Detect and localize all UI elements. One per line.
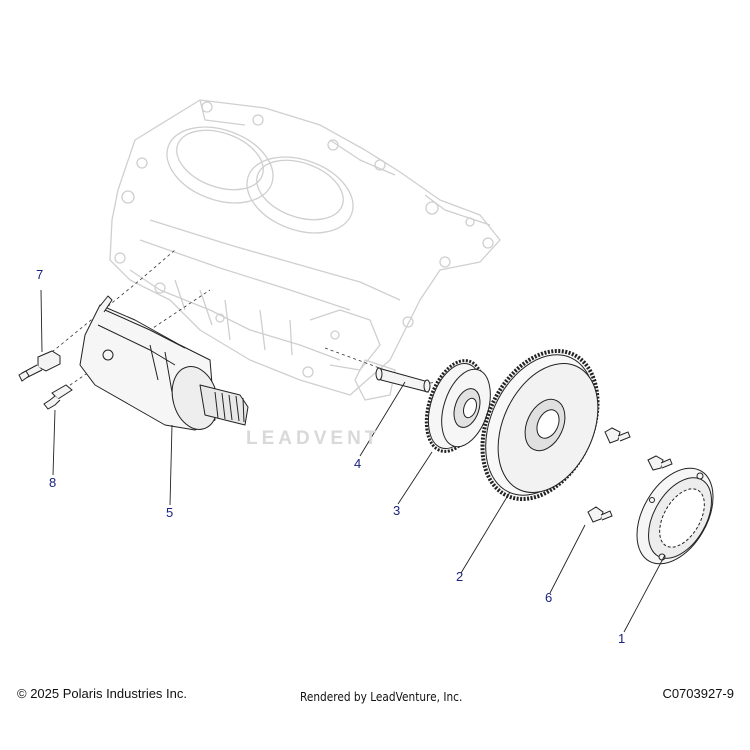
gear-2 (480, 348, 600, 502)
starter-motor-5 (79, 295, 249, 431)
bolt-7 (18, 350, 61, 382)
figure-code: C0703927-9 (662, 686, 734, 701)
watermark-text: LEADVENT (246, 428, 381, 449)
callout-1[interactable]: 1 (618, 631, 626, 646)
callout-8[interactable]: 8 (49, 475, 57, 490)
pin-4 (375, 367, 431, 393)
callout-3[interactable]: 3 (393, 503, 401, 518)
bolt-8 (43, 384, 73, 410)
callout-7[interactable]: 7 (36, 267, 44, 282)
screws-6 (587, 427, 673, 523)
copyright-text: © 2025 Polaris Industries Inc. (17, 686, 187, 701)
clutch-1 (636, 467, 714, 565)
callout-2[interactable]: 2 (456, 569, 464, 584)
callout-6[interactable]: 6 (545, 590, 553, 605)
rendered-by-text: Rendered by LeadVenture, Inc. (300, 690, 463, 704)
callout-4[interactable]: 4 (354, 456, 362, 471)
crankcase-ghost (109, 99, 501, 401)
gear-3 (424, 359, 491, 453)
callout-5[interactable]: 5 (166, 505, 174, 520)
leader-lines (40, 289, 666, 633)
